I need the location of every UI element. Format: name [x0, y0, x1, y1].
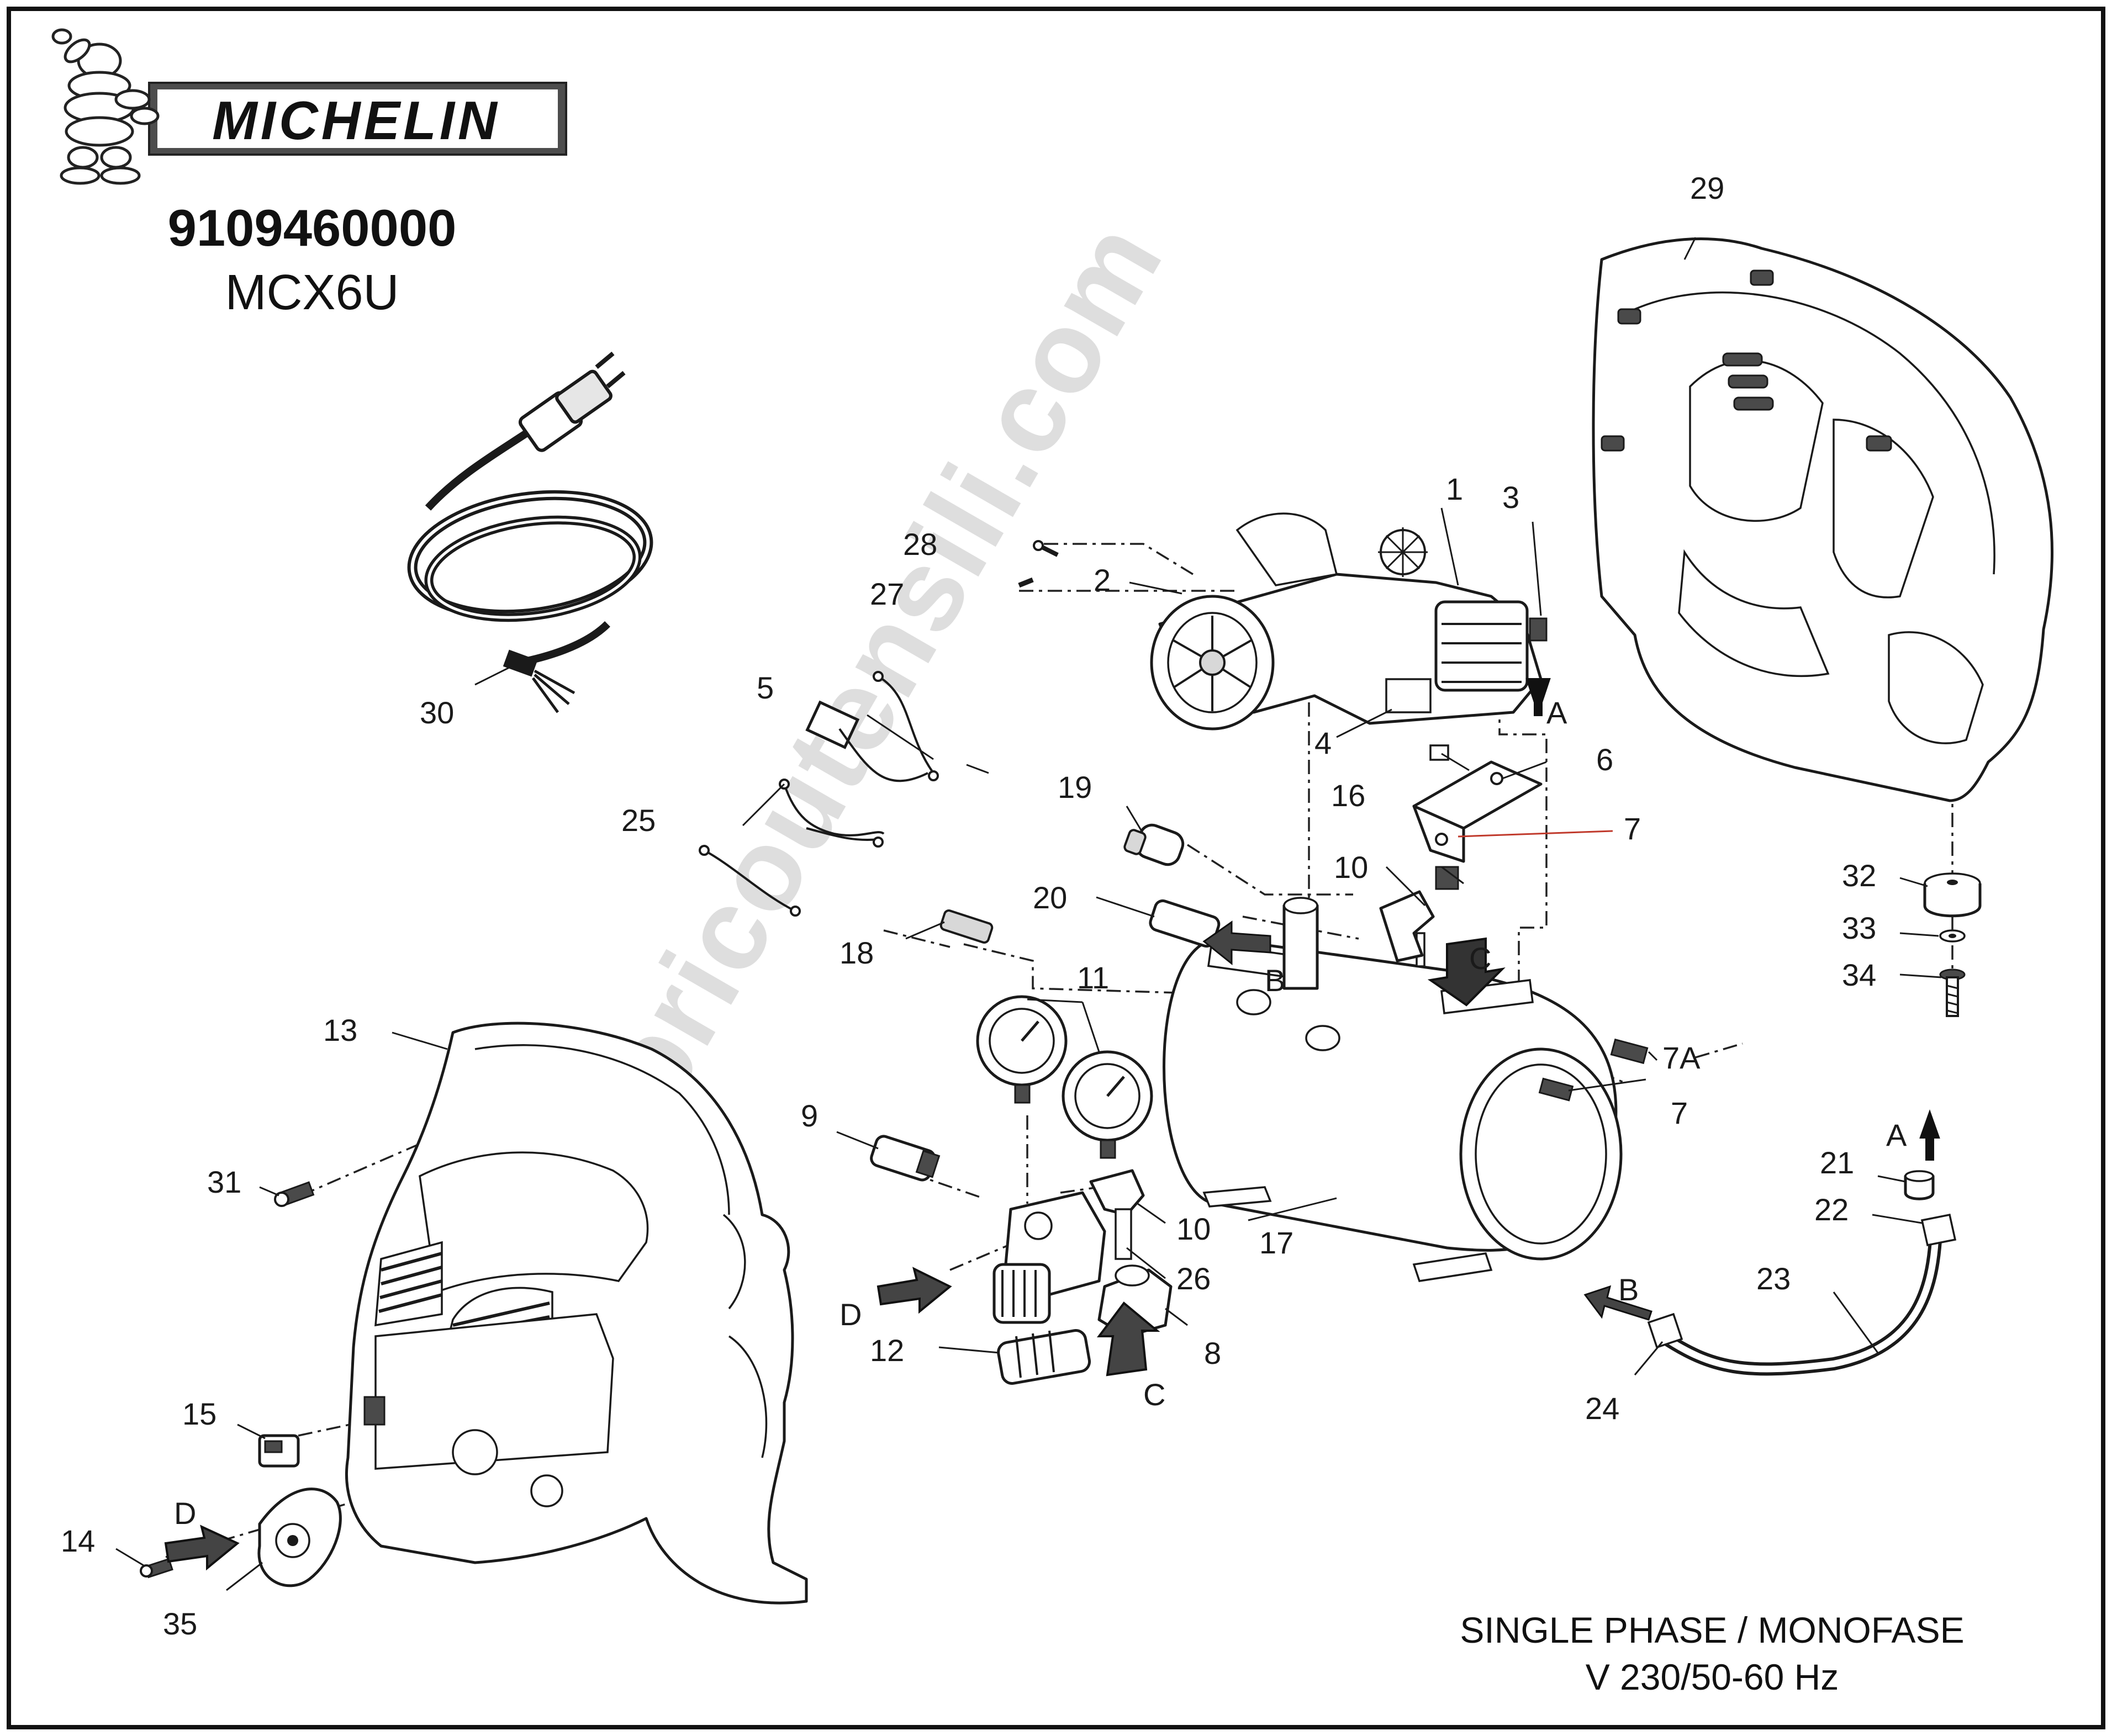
- part-callouts: 1 2 3 4 5 6 7 7 7A 8 9 10 10 11 12 13 14…: [61, 171, 1876, 1641]
- callout-10-tank: 10: [1334, 850, 1368, 885]
- reference-arrows: [164, 678, 1940, 1571]
- callout-27: 27: [870, 576, 904, 611]
- arrow-label-c-upper: C: [1469, 941, 1491, 976]
- callout-8: 8: [1204, 1336, 1221, 1370]
- callout-25: 25: [621, 803, 656, 838]
- callout-22: 22: [1814, 1192, 1849, 1227]
- pressure-gauges: [976, 995, 1153, 1159]
- callout-18: 18: [839, 935, 874, 970]
- arrow-d-middle-icon: [877, 1267, 952, 1314]
- rear-shroud: [1592, 237, 2054, 802]
- arrow-a-upper-icon: [1525, 678, 1551, 716]
- air-tank: [1163, 897, 1623, 1282]
- callout-11: 11: [1077, 960, 1109, 995]
- callout-26: 26: [1176, 1261, 1211, 1296]
- callout-10-manifold: 10: [1176, 1211, 1211, 1246]
- callout-33: 33: [1842, 911, 1876, 945]
- arrow-a-lower-icon: [1919, 1109, 1940, 1161]
- callout-23: 23: [1756, 1261, 1791, 1296]
- leader-lines: [115, 237, 1942, 1591]
- callout-34: 34: [1842, 957, 1876, 992]
- arrow-label-d-middle: D: [839, 1297, 862, 1332]
- callout-17: 17: [1259, 1225, 1293, 1260]
- voltage-label: V 230/50-60 Hz: [1586, 1656, 1839, 1697]
- callout-7-bracket: 7: [1624, 811, 1641, 846]
- callout-13: 13: [323, 1013, 357, 1047]
- callout-28: 28: [903, 527, 937, 562]
- pressure-knob-icon: [257, 1488, 342, 1587]
- callout-7a: 7A: [1662, 1040, 1701, 1075]
- wiring-harness: [699, 671, 939, 917]
- callout-2: 2: [1094, 563, 1111, 597]
- arrow-letters: A A B B C C D D: [174, 695, 1907, 1531]
- small-parts: [140, 1181, 342, 1587]
- callout-6: 6: [1596, 742, 1613, 777]
- motor-pump-assembly: [1150, 512, 1548, 731]
- callout-3: 3: [1502, 480, 1519, 515]
- brand-name: MICHELIN: [212, 90, 500, 151]
- callout-1: 1: [1446, 472, 1463, 506]
- callout-12: 12: [870, 1333, 904, 1368]
- front-shroud: [345, 1022, 808, 1605]
- arrow-b-lower-icon: [1583, 1285, 1652, 1321]
- callout-32: 32: [1842, 858, 1876, 893]
- callout-31: 31: [207, 1165, 241, 1199]
- arrow-d-lower-icon: [164, 1525, 240, 1571]
- callout-19: 19: [1058, 770, 1092, 805]
- plug-icon: [518, 351, 626, 452]
- callout-24: 24: [1585, 1391, 1619, 1426]
- callout-5: 5: [757, 670, 774, 705]
- arrow-c-lower-icon: [1097, 1301, 1160, 1377]
- arrow-label-a-upper: A: [1546, 695, 1567, 730]
- bibendum-mascot-icon: [51, 28, 160, 185]
- callout-15: 15: [182, 1396, 217, 1431]
- callout-16: 16: [1331, 778, 1365, 813]
- callout-21: 21: [1820, 1145, 1854, 1180]
- callout-35: 35: [163, 1606, 197, 1641]
- callout-30: 30: [420, 695, 454, 730]
- callout-4: 4: [1314, 726, 1332, 760]
- article-code: 9109460000: [168, 199, 457, 257]
- arrow-label-b-lower: B: [1618, 1272, 1639, 1307]
- model-name: MCX6U: [225, 265, 399, 320]
- michelin-logo: MICHELIN: [51, 28, 567, 185]
- phase-label: SINGLE PHASE / MONOFASE: [1460, 1610, 1964, 1650]
- pin-screws: [1018, 540, 1059, 588]
- delivery-hose: [1647, 1170, 1957, 1376]
- rubber-foot-set: [1923, 872, 1982, 1017]
- fittings: [870, 823, 1649, 1385]
- arrow-c-upper-icon: [1427, 937, 1506, 1007]
- callout-29: 29: [1690, 171, 1724, 205]
- vent-grille-left: [374, 1241, 443, 1327]
- arrow-b-upper-icon: [1202, 920, 1271, 966]
- callout-9: 9: [801, 1098, 818, 1133]
- callout-14: 14: [61, 1523, 95, 1558]
- cylinder-head: [1434, 600, 1529, 692]
- regulator-knob-icon: [992, 1263, 1051, 1324]
- arrow-label-b-upper: B: [1265, 963, 1285, 998]
- power-cord: [407, 351, 653, 713]
- arrow-label-a-lower: A: [1886, 1118, 1907, 1152]
- arrow-label-c-lower: C: [1143, 1377, 1165, 1412]
- callout-7-cap: 7: [1671, 1095, 1688, 1130]
- mounting-bracket: [1412, 744, 1543, 863]
- callout-20: 20: [1033, 880, 1067, 915]
- arrow-label-d-lower: D: [174, 1496, 196, 1531]
